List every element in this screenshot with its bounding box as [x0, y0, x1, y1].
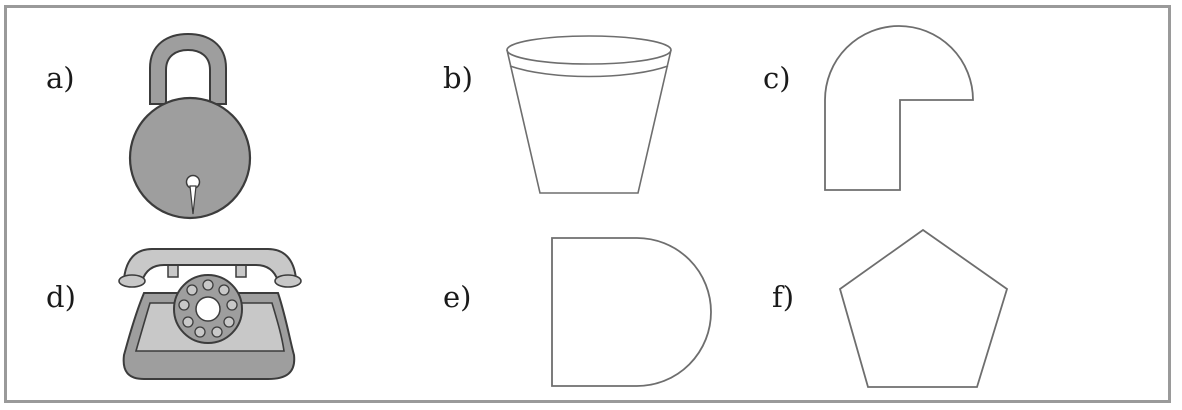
bucket-shape [506, 35, 672, 194]
semicircle-rectangle-shape [551, 237, 712, 387]
item-b-label: b) [443, 61, 473, 95]
padlock-icon [128, 32, 252, 220]
item-f-label: f) [772, 280, 795, 314]
item-c-label: c) [763, 61, 791, 95]
rotary-telephone-icon [118, 248, 302, 380]
pentagon-shape [838, 228, 1009, 388]
item-e-label: e) [443, 280, 472, 314]
quarter-circle-corner-shape [824, 25, 974, 191]
item-d-label: d) [46, 280, 76, 314]
item-a-label: a) [46, 61, 75, 95]
